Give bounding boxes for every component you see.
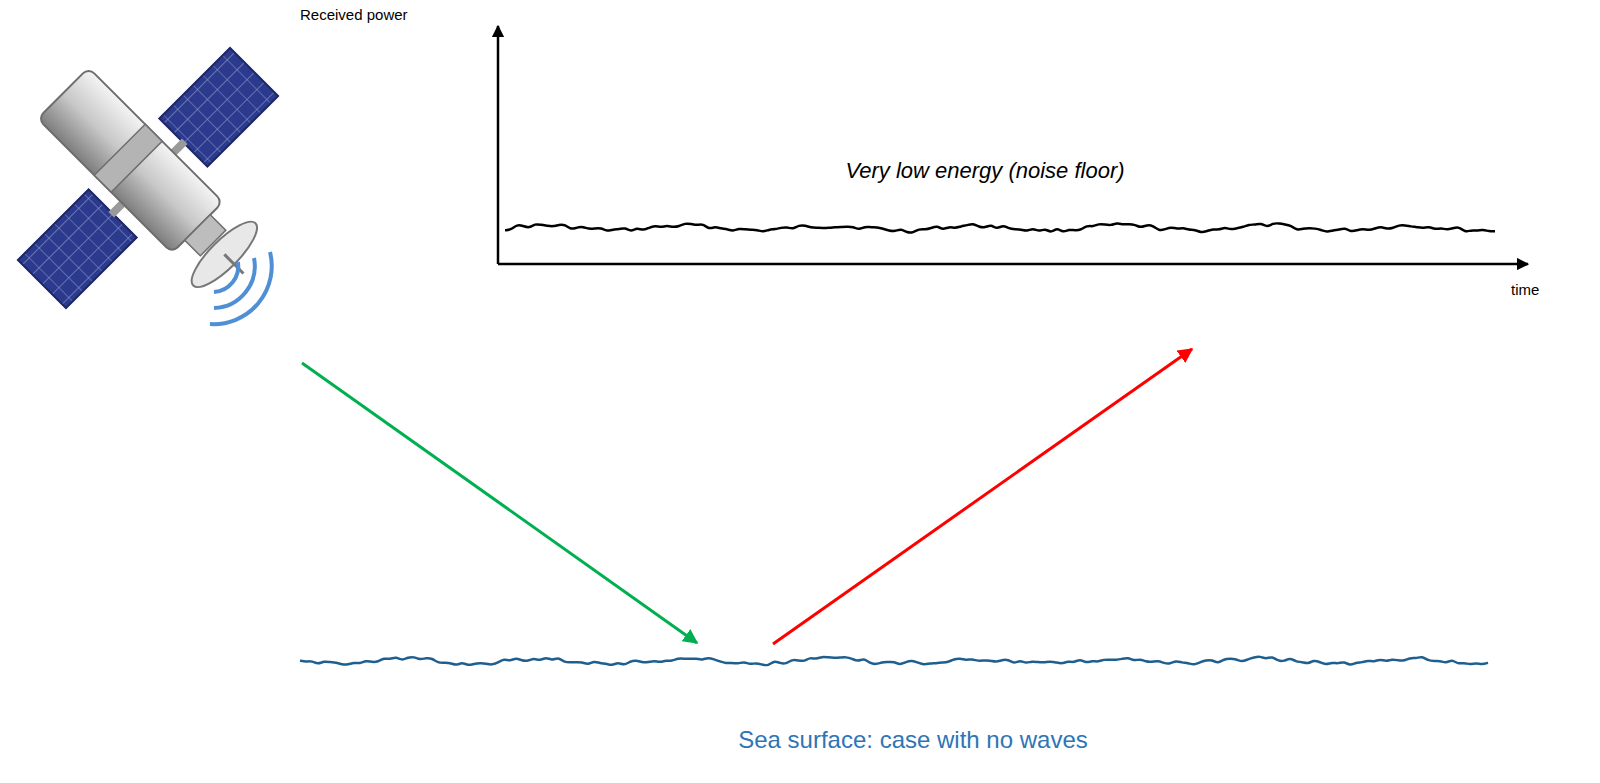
sea-line [300, 657, 1488, 665]
caption: Sea surface: case with no waves [738, 726, 1088, 754]
axis-label: Received power [300, 6, 408, 23]
noise-line [505, 223, 1495, 232]
sea-surface [300, 657, 1488, 665]
annotation: Very low energy (noise floor) [845, 158, 1124, 184]
chart-axes [498, 26, 1528, 264]
noise-floor-trace [505, 223, 1495, 232]
satellite-icon [0, 0, 350, 380]
incident-ray [302, 363, 697, 643]
reflected-ray [773, 349, 1192, 644]
axis-label: time [1511, 281, 1539, 298]
